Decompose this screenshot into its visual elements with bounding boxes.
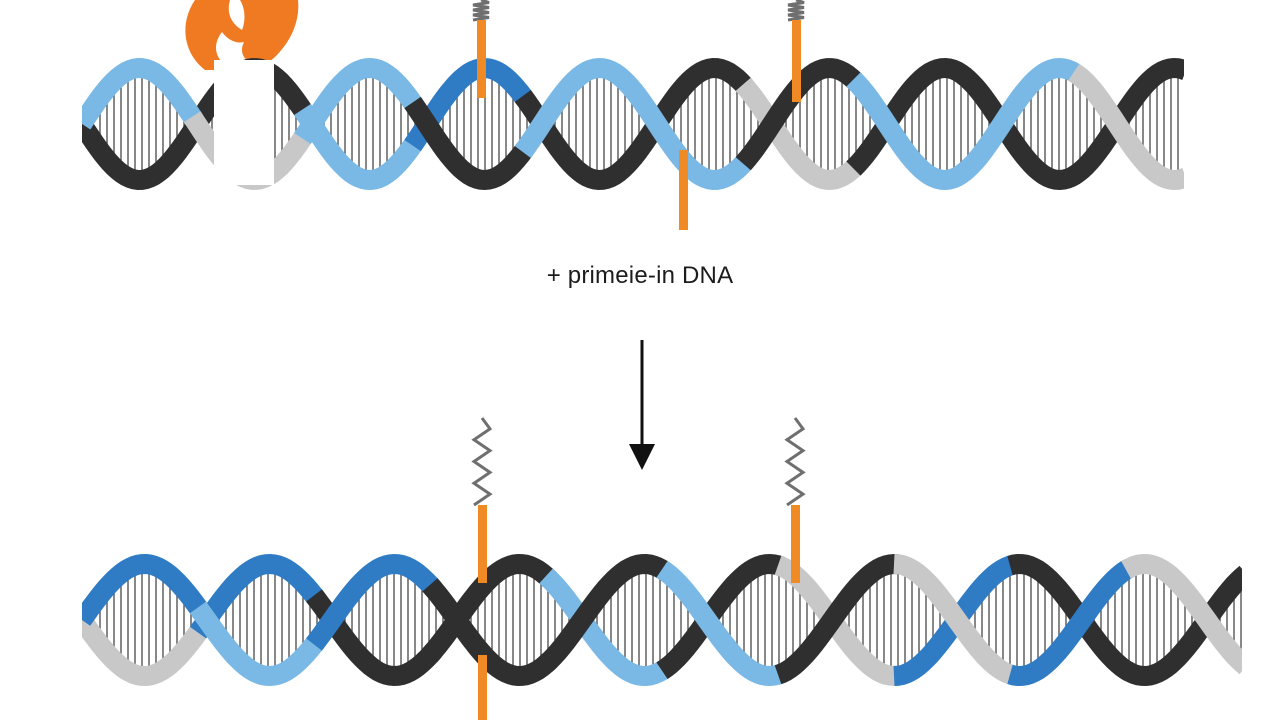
zigzag-probe-icon xyxy=(787,0,805,22)
strand-segment xyxy=(539,568,672,687)
zigzag-probe-icon xyxy=(784,417,806,507)
top-helix-strand-a xyxy=(82,57,1184,191)
strand-segment xyxy=(294,57,423,145)
strand-segment xyxy=(404,96,533,191)
strand-segment xyxy=(294,103,423,191)
strand-segment xyxy=(514,57,643,158)
strand-segment xyxy=(774,553,899,685)
flame-icon xyxy=(185,0,299,70)
strand-segment xyxy=(189,553,326,639)
strand-segment xyxy=(846,57,972,176)
strand-segment xyxy=(422,553,557,662)
top-helix-denatured-gap xyxy=(214,60,274,185)
strand-segment xyxy=(625,83,753,191)
strand-segment xyxy=(656,561,786,687)
strand-segment xyxy=(1121,565,1242,687)
strand-segment xyxy=(82,553,211,626)
top-probe-lower xyxy=(679,150,688,230)
zigzag-probe-icon xyxy=(471,417,493,507)
strand-segment xyxy=(846,72,972,191)
zigzag-probe-icon xyxy=(472,0,490,22)
strand-segment xyxy=(82,614,211,687)
strand-segment xyxy=(1068,63,1184,191)
bottom-probe-right xyxy=(784,417,806,583)
bottom-probe-left xyxy=(471,417,493,720)
strand-segment xyxy=(1121,553,1242,675)
top-dna-helix xyxy=(82,57,1184,191)
strand-segment xyxy=(957,57,1081,181)
top-helix-strand-b xyxy=(82,57,1184,191)
strand-segment xyxy=(539,553,672,672)
bottom-helix-strand-b xyxy=(82,553,1242,687)
strand-segment xyxy=(422,578,557,687)
strand-segment xyxy=(306,553,442,651)
strand-segment xyxy=(189,601,326,687)
top-probe-right xyxy=(787,0,805,102)
strand-segment xyxy=(735,77,862,190)
strand-segment xyxy=(893,554,1017,686)
diagram-caption: + primeie-in DNA xyxy=(546,262,734,289)
bottom-dna-helix xyxy=(82,553,1242,687)
top-probe-left xyxy=(472,0,490,98)
strand-segment xyxy=(1068,57,1184,185)
strand-segment xyxy=(656,553,786,679)
strand-segment xyxy=(957,67,1081,191)
strand-segment xyxy=(1007,558,1135,687)
strand-segment xyxy=(1007,553,1135,682)
strand-segment xyxy=(82,118,203,191)
arrow-down-icon xyxy=(629,340,655,470)
strand-segment xyxy=(82,57,203,130)
